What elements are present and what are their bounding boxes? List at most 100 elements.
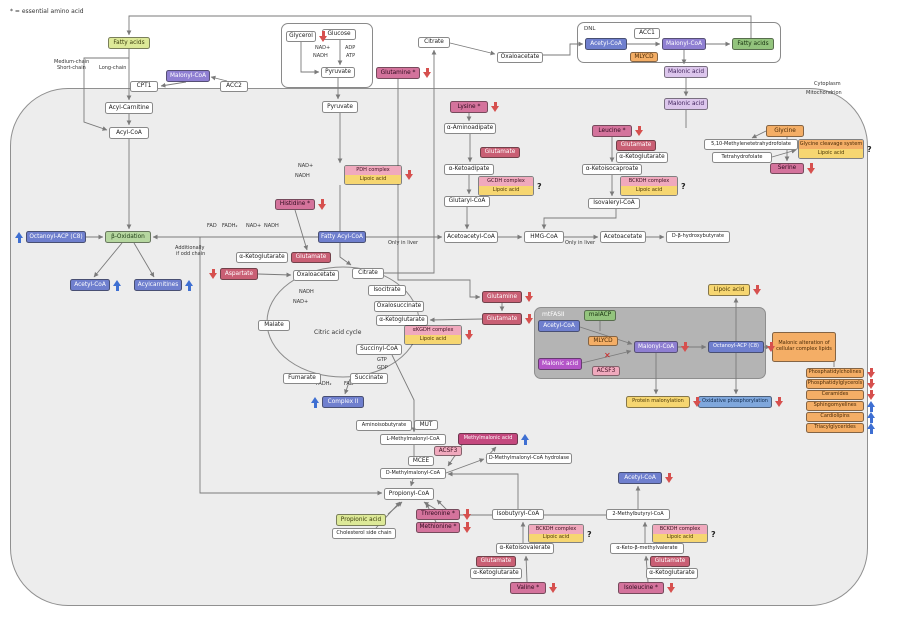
leucine: Leucine * [592, 125, 632, 137]
tetrahydrofolate: Tetrahydrofolate [712, 152, 772, 163]
gcdh-complex-title: GCDH complex [479, 177, 533, 186]
acsf3-matrix: ACSF3 [434, 446, 462, 456]
diagram-label: Medium-chain [54, 59, 90, 65]
aminoisobutyrate: Aminoisobutyrate [356, 420, 412, 431]
acetoacetyl-coa: Acetoacetyl-CoA [444, 231, 498, 243]
increase-arrow-icon [867, 401, 875, 412]
alpha-ketoglutarate-ast: α-Ketoglutarate [236, 252, 288, 263]
diagram-label: FAD [207, 223, 217, 229]
isovaleryl-coa: Isovaleryl-CoA [588, 198, 640, 209]
oxaloacetate-tca: Oxaloacetate [293, 270, 339, 281]
methionine: Methionine * [416, 522, 460, 533]
decrease-arrow-icon [549, 582, 557, 594]
increase-arrow-icon [185, 280, 193, 291]
essential-amino-acid-legend: * = essential amino acid [10, 8, 84, 15]
octanoyl-acp-left: Octanoyl-ACP (C8) [26, 231, 86, 243]
glutamate-isoleucine: Glutamate [650, 556, 690, 567]
glucose: Glucose [322, 29, 356, 40]
alpha-keto-beta-methylvalerate: α-Keto-β-methylvalerate [610, 543, 684, 554]
bckdh-complex-isoleucine-title: BCKDH complex [653, 525, 707, 534]
citrate-tca: Citrate [352, 268, 384, 279]
decrease-arrow-icon [318, 199, 326, 210]
hmg-coa: HMG-CoA [524, 231, 564, 243]
malonic-acid-mtfasii: Malonic acid [538, 358, 582, 370]
lipoic-acid: Lipoic acid [708, 284, 750, 296]
alpha-ketoisocaproate: α-Ketoisocaproate [582, 164, 642, 175]
oxalosuccinate: Oxalosuccinate [374, 301, 424, 312]
glycine-cleavage-system-question-mark: ? [867, 145, 872, 154]
acetyl-coa-ketolysis: Acetyl-CoA [618, 472, 662, 484]
acsf3-mtfasii: ACSF3 [592, 366, 620, 376]
glutamate-ast: Glutamate [291, 252, 331, 263]
diagram-label: Only in liver [388, 240, 419, 246]
octanoyl-acp-mtfasii: Octanoyl-ACP (C8) [708, 341, 764, 353]
protein-malonylation: Protein malonylation [626, 396, 690, 408]
bckdh-complex-valine-question-mark: ? [587, 529, 592, 539]
increase-arrow-icon [521, 434, 529, 445]
diagram-label: ATP [346, 53, 356, 59]
lysine: Lysine * [450, 101, 488, 113]
alpha-ketoglutarate-isoleucine: α-Ketoglutarate [646, 568, 698, 579]
diagram-label: NAD+ [246, 223, 262, 229]
pdh-complex-title: PDH complex [345, 166, 401, 175]
diagram-label: NADH [313, 53, 328, 59]
mtfasii-label: mtFASII [542, 311, 565, 318]
decrease-arrow-icon [463, 509, 471, 520]
glycine-cleavage-system-lipoic-label: Lipoic acid [799, 149, 863, 158]
pyruvate-mito: Pyruvate [322, 101, 358, 113]
gcdh-complex-lipoic-label: Lipoic acid [479, 186, 533, 195]
decrease-arrow-icon [807, 163, 815, 174]
isoleucine: Isoleucine * [618, 582, 664, 594]
valine: Valine * [510, 582, 546, 594]
isocitrate: Isocitrate [368, 285, 406, 296]
acyl-carnitine: Acyl-Carnitine [105, 102, 153, 114]
bckdh-complex-leucine-lipoic-label: Lipoic acid [621, 186, 677, 195]
mlycd-cytosol: MLYCD [630, 52, 658, 62]
diagram-label: ADP [345, 45, 356, 51]
ceramides: Ceramides [806, 390, 864, 400]
fatty-acids-dnl: Fatty acids [732, 38, 774, 50]
alpha-ketoisovalerate: α-Ketoisovalerate [496, 543, 554, 554]
triacylglycerides: Triacylglycerides [806, 423, 864, 433]
mut: MUT [414, 420, 438, 430]
glycine: Glycine [766, 125, 804, 137]
decrease-arrow-icon [775, 396, 783, 408]
complex-ii: Complex II [322, 396, 364, 408]
propionic-acid: Propionic acid [336, 514, 386, 526]
decrease-arrow-icon [465, 329, 473, 341]
propionyl-coa: Propionyl-CoA [384, 488, 434, 500]
diagram-label: Short-chain [57, 65, 86, 71]
diagram-label: FADH₂ [222, 223, 238, 229]
d-methylmalonyl-coa-hydrolase: D-Methylmalonyl-CoA hydrolase [486, 453, 572, 464]
acetyl-coa-betaox: Acetyl-CoA [70, 279, 110, 291]
glycine-cleavage-system-title: Glycine cleavage system [799, 140, 863, 149]
acc2: ACC2 [220, 81, 248, 92]
increase-arrow-icon [867, 412, 875, 423]
fumarate: Fumarate [283, 373, 321, 384]
citrate-cytosol: Citrate [418, 37, 450, 48]
pyruvate-cytosol: Pyruvate [321, 67, 355, 78]
glutamine-mito: Glutamine [482, 291, 522, 303]
decrease-arrow-icon [867, 367, 875, 379]
threonine: Threonine * [416, 509, 460, 520]
diagram-label: NAD+ [298, 163, 314, 169]
sphingomyelines: Sphingomyelines [806, 401, 864, 411]
diagram-label: NADH [295, 173, 310, 179]
acyl-coa: Acyl-CoA [109, 127, 149, 139]
oxaloacetate-cytosol: Oxaloacetate [497, 52, 543, 63]
diagram-label: Additionally [175, 245, 205, 251]
increase-arrow-icon [15, 232, 23, 243]
alpha-ketoadipate: α-Ketoadipate [444, 164, 494, 175]
isobutyryl-coa: Isobutyryl-CoA [492, 509, 544, 520]
acetyl-coa-mtfasii: Acetyl-CoA [538, 320, 580, 332]
bckdh-complex-isoleucine-lipoic-label: Lipoic acid [653, 533, 707, 542]
fatty-acyl-coa: Fatty Acyl-CoA [318, 231, 366, 243]
decrease-arrow-icon [753, 284, 761, 296]
akgdh-complex-title: αKGDH complex [405, 326, 461, 335]
oxidative-phosphorylation: Oxidative phosphorylation [698, 396, 772, 408]
